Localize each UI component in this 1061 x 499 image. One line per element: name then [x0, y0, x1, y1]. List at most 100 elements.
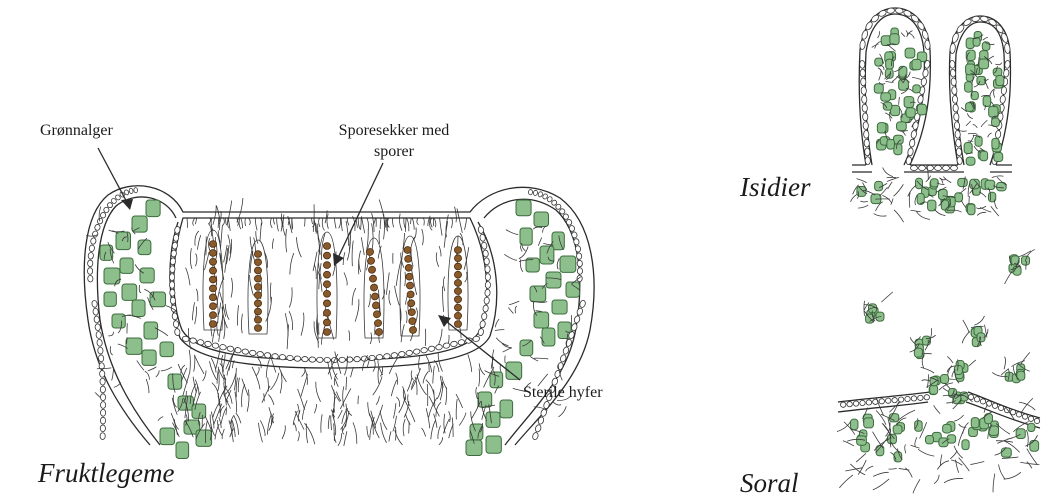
disc-hypha	[259, 222, 262, 242]
spore	[322, 299, 331, 308]
lower-hypha	[235, 377, 239, 398]
lower-hypha	[345, 403, 352, 416]
gronnalger-arrowhead	[121, 199, 133, 210]
ascus-wall	[447, 235, 469, 331]
isidier-hypha	[899, 107, 903, 118]
soral-cortex-cell	[991, 402, 999, 409]
lower-hypha	[422, 371, 429, 384]
soral-hypha	[855, 453, 867, 463]
disc-hypha	[377, 245, 382, 259]
soral-alga	[1027, 422, 1036, 433]
soral-hypha	[954, 414, 964, 422]
isidier-hypha	[905, 30, 909, 38]
lower-hypha	[437, 351, 443, 372]
soral-hypha	[936, 460, 950, 470]
disc-hypha	[228, 239, 232, 261]
soral-hypha	[997, 437, 1013, 444]
soredium-hypha	[942, 394, 956, 398]
lower-hypha	[336, 391, 342, 402]
thallus-alga	[856, 185, 867, 197]
soral-hypha	[933, 405, 941, 415]
lower-hypha	[480, 422, 483, 433]
isidium-cell	[1000, 86, 1007, 95]
soredium-hypha	[968, 359, 977, 367]
exciple-cell	[338, 356, 346, 363]
lower-hypha	[211, 382, 219, 395]
margin-cell	[111, 198, 117, 204]
disc-hypha	[385, 272, 390, 295]
exciple-cell	[169, 273, 176, 281]
lower-hypha	[331, 360, 338, 380]
isidier-hypha	[993, 65, 998, 74]
lower-hypha	[402, 386, 407, 401]
isidium-alga	[965, 102, 975, 112]
margin-cell	[542, 193, 548, 200]
margin-hypha	[547, 256, 555, 262]
soral-cortex-cell	[852, 400, 860, 407]
isidium-cell	[921, 29, 929, 40]
disc-hypha	[221, 306, 228, 329]
disc-hypha	[415, 307, 418, 322]
soral-hypha	[940, 454, 943, 466]
spore	[453, 320, 462, 328]
margin-hypha	[533, 406, 548, 411]
spore	[403, 246, 412, 254]
isidier-hypha	[990, 100, 995, 108]
margin-hypha	[121, 314, 131, 317]
isidium-alga	[893, 134, 904, 145]
margin-cell	[562, 213, 569, 220]
soral-hypha	[875, 397, 884, 416]
isidier-hypha	[885, 112, 893, 119]
soredium-hypha	[868, 307, 878, 310]
disc-hypha	[342, 252, 346, 265]
margin-hypha	[533, 286, 538, 293]
spore	[368, 265, 376, 274]
isidium-alga	[876, 122, 887, 134]
isidium-alga	[873, 83, 884, 94]
soral-hypha	[842, 440, 855, 447]
isidier-hypha	[894, 65, 904, 73]
margin-hypha	[94, 392, 101, 398]
lower-hypha	[392, 403, 397, 419]
lower-hypha	[259, 420, 266, 437]
isidium-cell	[1004, 42, 1011, 54]
margin-hypha	[96, 367, 112, 370]
isidier-hypha	[898, 96, 900, 105]
lower-hypha	[334, 378, 339, 387]
lower-hypha	[480, 401, 488, 421]
spore	[453, 254, 462, 263]
disc-hypha	[351, 240, 354, 267]
exciple-cell	[483, 257, 490, 266]
margin-hypha	[521, 243, 526, 252]
fruktlegeme-drawing	[83, 185, 595, 460]
soral-hypha	[992, 473, 996, 493]
margin-cell	[573, 238, 580, 246]
lower-hypha	[440, 375, 444, 388]
margin-hypha	[121, 236, 127, 242]
isidier-hypha	[972, 101, 976, 110]
margin-cell	[87, 252, 94, 260]
disc-top-hypha	[422, 217, 425, 226]
disc-top-hypha	[244, 217, 247, 227]
disc-hypha	[438, 245, 442, 257]
margin-cell	[566, 219, 573, 226]
spore	[369, 274, 377, 283]
lower-hypha	[330, 409, 335, 418]
lower-hypha	[372, 376, 383, 396]
soral-cortex-cell	[967, 394, 975, 401]
margin-cell	[571, 323, 578, 332]
disc-hypha	[443, 220, 449, 248]
lower-hypha	[405, 413, 411, 425]
spore	[208, 311, 217, 319]
lower-hypha	[209, 423, 212, 441]
disc-hypha	[224, 303, 230, 320]
exciple-cell	[465, 337, 473, 344]
isidium-alga	[976, 75, 987, 86]
soral-hypha	[1026, 429, 1029, 448]
lower-hypha	[217, 371, 220, 392]
spore	[253, 299, 262, 308]
lower-hypha	[333, 423, 335, 441]
lower-hypha	[185, 414, 188, 426]
margin-hypha	[117, 320, 122, 334]
soredium-hypha	[926, 380, 938, 388]
